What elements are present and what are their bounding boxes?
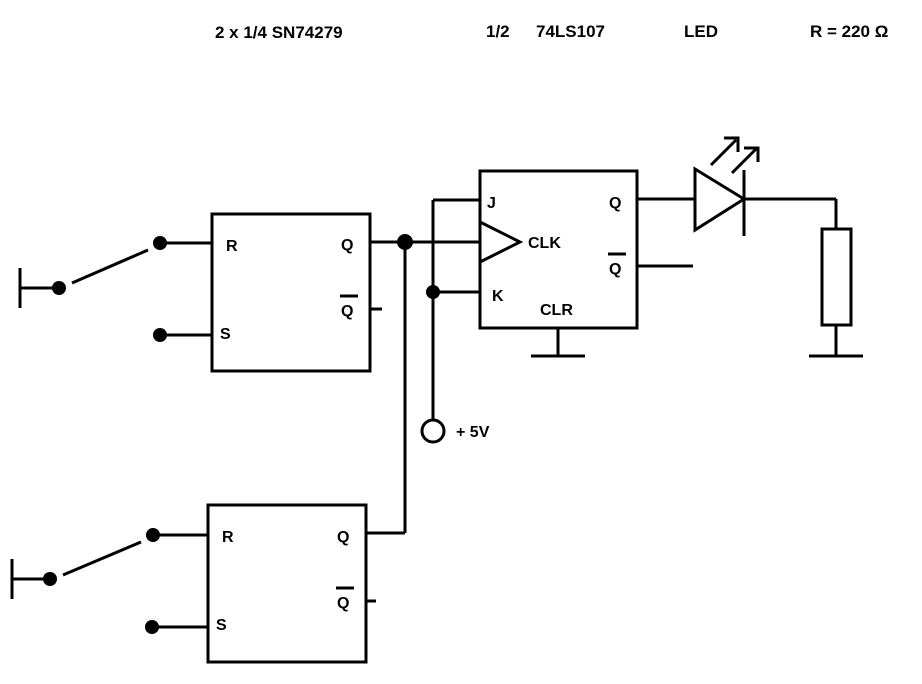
switch-bottom-blade xyxy=(62,540,142,577)
flipflop-q-pin: Q xyxy=(609,195,621,212)
supply-terminal xyxy=(420,418,446,444)
switch-top-blade xyxy=(71,248,149,285)
jk-flipflop: J K CLK CLR Q Q xyxy=(478,169,693,358)
latch-bottom-q-pin: Q xyxy=(337,529,349,546)
latch-part-label: 2 x 1/4 SN74279 xyxy=(215,23,343,42)
latch-bottom-qbar-pin: Q xyxy=(337,595,349,612)
flipflop-clk-pin: CLK xyxy=(528,235,561,252)
led-ray-1-arrowhead xyxy=(724,136,740,152)
switch-bottom xyxy=(10,528,208,634)
resistor xyxy=(744,197,863,358)
flipflop-clock-triangle xyxy=(479,220,524,264)
led-ray-2-arrowhead xyxy=(744,146,760,162)
flipflop-j-pin: J xyxy=(487,195,496,212)
flipflop-part-label: 74LS107 xyxy=(536,22,605,41)
led-triangle xyxy=(693,166,747,233)
latch-top-q-pin: Q xyxy=(341,237,353,254)
latch-bottom: R S Q Q xyxy=(206,503,376,664)
switch-top-pivot xyxy=(52,281,66,295)
latch-top-s-pin: S xyxy=(220,326,231,343)
supply-net: + 5V xyxy=(420,198,490,444)
clock-net xyxy=(366,234,480,535)
led xyxy=(637,136,760,236)
led-ray-2 xyxy=(730,147,758,175)
supply-label: + 5V xyxy=(456,424,490,441)
resistor-body xyxy=(820,227,853,327)
switch-top xyxy=(18,236,212,342)
resistor-label: R = 220 Ω xyxy=(810,22,888,41)
latch-bottom-body xyxy=(206,503,368,664)
latch-top-r-pin: R xyxy=(226,238,238,255)
led-ray-1 xyxy=(709,138,738,167)
latch-top-qbar-pin: Q xyxy=(341,303,353,320)
latch-top: R S Q Q xyxy=(210,212,382,373)
latch-bottom-r-pin: R xyxy=(222,529,234,546)
flipflop-fraction-label: 1/2 xyxy=(486,22,510,41)
supply-junction xyxy=(426,285,440,299)
latch-top-body xyxy=(210,212,372,373)
flipflop-qbar-pin: Q xyxy=(609,261,621,278)
switch-bottom-pivot xyxy=(43,572,57,586)
flipflop-clr-pin: CLR xyxy=(540,302,573,319)
latch-bottom-s-pin: S xyxy=(216,617,227,634)
flipflop-k-pin: K xyxy=(492,288,504,305)
led-label: LED xyxy=(684,22,718,41)
